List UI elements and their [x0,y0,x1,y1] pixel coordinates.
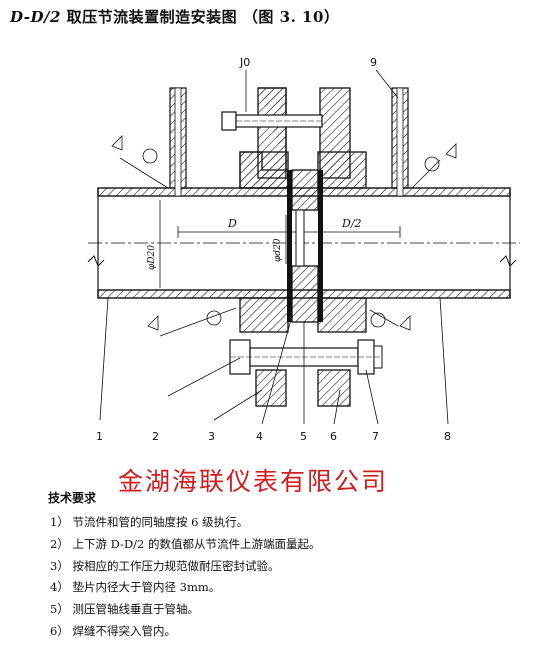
requirements-list: 1） 节流件和管的同轴度按 6 级执行。 2） 上下游 D-D/2 的数值都从节… [50,512,321,643]
orifice-assembly-drawing: D D/2 φD20 φd20 J0 9 1 2 3 4 [87,56,520,443]
dim-d-label: D [227,217,237,230]
weld-symbol-lower-right [369,309,411,331]
flange-lower-right [317,297,367,407]
dim-d-half-label: D/2 [341,217,362,230]
requirement-item: 1） 节流件和管的同轴度按 6 级执行。 [50,515,249,529]
orifice-plate [291,169,319,323]
title-ratio: D-D/2 [10,8,61,26]
title-ref: （图 3. 10） [242,8,340,26]
requirement-item: 3） 按相应的工作压力规范做耐压密封试验。 [50,558,280,573]
title-main: 取压节流装置制造安装图 [66,8,238,26]
part-number-8: 8 [444,430,451,443]
requirement-item: 6） 焊缝不得突入管内。 [50,623,176,638]
part-number-2: 2 [152,430,159,443]
requirements-heading: 技术要求 [48,491,97,505]
callout-j0: J0 [239,56,250,69]
weld-symbol-lower-left [147,307,237,337]
flange-lower-left [239,297,289,407]
requirement-item: 2） 上下游 D-D/2 的数值都从节流件上游端面量起。 [50,536,321,551]
requirement-item: 5） 测压管轴线垂直于管轴。 [50,602,199,617]
dimension-lines [159,200,401,288]
dim-d20-label: φD20 [147,245,157,270]
callout-9: 9 [370,56,377,69]
part-number-6: 6 [330,430,337,443]
leader-9 [375,69,399,99]
company-watermark: 金湖海联仪表有限公司 [118,467,389,496]
flange-upper-right [317,87,367,189]
gaskets [287,170,323,322]
weld-symbol-upper-left [111,135,169,189]
part-number-4: 4 [256,430,263,443]
part-number-5: 5 [300,430,307,443]
part-number-1: 1 [96,430,103,443]
flange-upper-left [239,87,289,189]
pressure-tap-right [391,87,409,197]
part-number-7: 7 [372,430,379,443]
dim-small-d20-label: φd20 [273,238,283,262]
bottom-bolt [229,339,383,375]
page-title: D-D/2 取压节流装置制造安装图 （图 3. 10） [10,6,339,27]
part-number-3: 3 [208,430,215,443]
weld-symbol-upper-right [411,143,457,189]
pressure-tap-left [169,87,187,197]
part-leaders [99,297,449,425]
requirement-item: 4） 垫片内径大于管内径 3mm。 [50,580,221,595]
top-bolt [221,111,323,131]
break-mark-right [499,255,517,267]
break-mark-left [87,255,105,267]
